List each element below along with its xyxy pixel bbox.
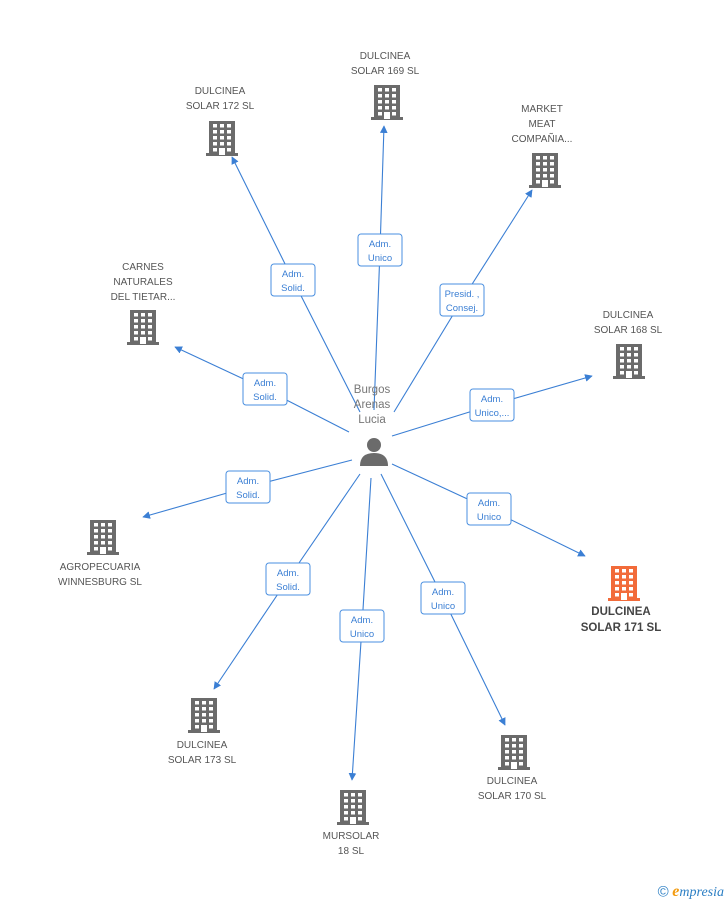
company-name: DULCINEA <box>603 310 654 321</box>
relation-label: Adm. <box>432 587 454 598</box>
company-name: SOLAR 168 SL <box>594 325 663 336</box>
relation-label: Unico <box>431 601 455 612</box>
company-name: DULCINEA <box>177 740 228 751</box>
company-name: COMPAÑIA... <box>512 132 573 145</box>
building-icon[interactable] <box>529 153 561 188</box>
company-name: SOLAR 173 SL <box>168 755 237 766</box>
relation-label: Solid. <box>253 392 277 403</box>
building-icon[interactable] <box>337 790 369 825</box>
company-name: DULCINEA <box>487 776 538 787</box>
relation-badge-dulcinea-171[interactable]: Adm. Unico <box>466 492 512 526</box>
relation-badge-market-meat[interactable]: Presid. , Consej. <box>439 283 485 317</box>
relation-badge-dulcinea-173[interactable]: Adm. Solid. <box>265 562 311 596</box>
building-icon[interactable] <box>608 566 640 601</box>
relation-label: Unico <box>350 629 374 640</box>
relation-badge-dulcinea-168[interactable]: Adm. Unico,... <box>469 388 515 422</box>
relation-label: Adm. <box>481 394 503 405</box>
building-icon[interactable] <box>206 121 238 156</box>
company-name: WINNESBURG SL <box>58 577 142 588</box>
company-name: MURSOLAR <box>323 831 380 842</box>
relation-label: Presid. , <box>445 289 480 300</box>
company-name: DULCINEA <box>591 606 650 618</box>
company-name: SOLAR 171 SL <box>581 622 662 634</box>
relation-label: Unico,... <box>475 408 510 419</box>
company-node-dulcinea-171[interactable]: DULCINEA SOLAR 171 SL <box>581 566 662 634</box>
relation-badge-agropecuaria[interactable]: Adm. Solid. <box>225 470 271 504</box>
person-name: Burgos <box>354 384 391 396</box>
company-node-carnes-naturales[interactable]: CARNES NATURALES DEL TIETAR... <box>111 262 176 345</box>
relation-label: Solid. <box>276 582 300 593</box>
company-name: AGROPECUARIA <box>60 562 141 573</box>
relation-label: Adm. <box>282 269 304 280</box>
person-name: Arenas <box>354 399 391 411</box>
relation-label: Adm. <box>478 498 500 509</box>
relation-label: Unico <box>477 512 501 523</box>
building-icon[interactable] <box>371 85 403 120</box>
person-icon <box>360 438 388 466</box>
company-node-mursolar-18[interactable]: MURSOLAR 18 SL <box>323 790 380 857</box>
relation-badge-dulcinea-172[interactable]: Adm. Solid. <box>270 263 316 297</box>
building-icon[interactable] <box>613 344 645 379</box>
person-name: Lucia <box>358 414 386 426</box>
company-name: 18 SL <box>338 846 365 857</box>
company-name: DULCINEA <box>195 86 246 97</box>
company-name: SOLAR 169 SL <box>351 66 420 77</box>
relation-label: Adm. <box>254 378 276 389</box>
relation-label: Adm. <box>351 615 373 626</box>
building-icon[interactable] <box>87 520 119 555</box>
company-node-agropecuaria[interactable]: AGROPECUARIA WINNESBURG SL <box>58 520 142 588</box>
relation-label: Adm. <box>277 568 299 579</box>
company-name: SOLAR 170 SL <box>478 791 547 802</box>
company-node-market-meat[interactable]: MARKET MEAT COMPAÑIA... <box>512 104 573 188</box>
brand-logo: empresia <box>672 883 724 900</box>
company-name: SOLAR 172 SL <box>186 101 255 112</box>
footer-brand[interactable]: © empresia <box>658 883 724 901</box>
building-icon[interactable] <box>127 310 159 345</box>
relation-badge-mursolar-18[interactable]: Adm. Unico <box>339 609 385 643</box>
relation-label: Consej. <box>446 303 478 314</box>
relation-label: Unico <box>368 253 392 264</box>
relation-label: Adm. <box>237 476 259 487</box>
copyright-symbol: © <box>657 883 669 901</box>
company-name: DEL TIETAR... <box>111 292 176 303</box>
edge-dulcinea-169 <box>373 125 388 411</box>
relation-label: Adm. <box>369 239 391 250</box>
company-node-dulcinea-169[interactable]: DULCINEA SOLAR 169 SL <box>351 51 420 120</box>
company-node-dulcinea-170[interactable]: DULCINEA SOLAR 170 SL <box>478 735 547 802</box>
relation-badge-dulcinea-169[interactable]: Adm. Unico <box>357 233 403 267</box>
company-node-dulcinea-172[interactable]: DULCINEA SOLAR 172 SL <box>186 86 255 156</box>
building-icon[interactable] <box>498 735 530 770</box>
company-node-dulcinea-173[interactable]: DULCINEA SOLAR 173 SL <box>168 698 237 766</box>
relation-label: Solid. <box>236 490 260 501</box>
company-name: NATURALES <box>113 277 173 288</box>
relation-label: Solid. <box>281 283 305 294</box>
relation-badge-carnes-naturales[interactable]: Adm. Solid. <box>242 372 288 406</box>
company-node-dulcinea-168[interactable]: DULCINEA SOLAR 168 SL <box>594 310 663 379</box>
company-name: CARNES <box>122 262 164 273</box>
company-name: MEAT <box>528 119 555 130</box>
building-icon[interactable] <box>188 698 220 733</box>
relation-badge-dulcinea-170[interactable]: Adm. Unico <box>420 581 466 615</box>
company-name: MARKET <box>521 104 563 115</box>
company-name: DULCINEA <box>360 51 411 62</box>
